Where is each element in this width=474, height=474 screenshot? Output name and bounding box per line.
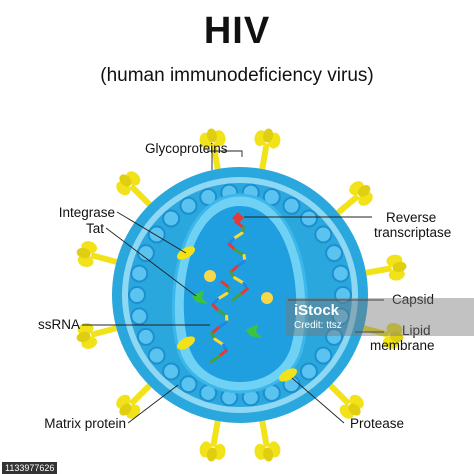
glycoprotein-spike-5 (362, 322, 404, 349)
matrix-protein-bead (136, 244, 155, 263)
label-matrix-protein: Matrix protein (44, 416, 126, 431)
ssrna-strand-2 (217, 349, 228, 358)
matrix-protein-bead (282, 196, 301, 215)
ssrna-strand-1 (233, 276, 246, 285)
leader-glycoproteins-2 (207, 150, 243, 157)
ssrna-strand-2 (213, 337, 226, 347)
protease-particle-2 (176, 336, 196, 350)
ssrna-strand-1 (231, 292, 243, 302)
tat-protein-1 (192, 290, 208, 304)
matrix-protein-bead (130, 307, 149, 326)
tat-protein-2 (246, 324, 262, 338)
ssrna-strand-1 (231, 231, 244, 241)
glycoprotein-spike-4 (365, 254, 407, 281)
integrase-particle-1 (204, 270, 216, 282)
leader-matrix-protein (127, 384, 179, 424)
label-tat: Tat (85, 221, 104, 236)
label-ssrna: ssRNA (37, 317, 80, 332)
matrix-protein-bead (136, 327, 155, 346)
stock-id: 1133977626 (2, 462, 58, 474)
page-subtitle: (human immunodeficiency virus) (100, 65, 374, 86)
matrix-protein-bead (147, 225, 166, 244)
ssrna-strand-1 (235, 259, 247, 269)
matrix-protein-bead (130, 264, 149, 283)
matrix-protein-bead (314, 225, 333, 244)
integrase-particle-2 (261, 292, 273, 304)
glycoprotein-spike-11 (76, 241, 118, 268)
glycoprotein-spike-12 (116, 171, 152, 207)
leader-protease (291, 377, 345, 424)
ssrna-strand-2 (220, 280, 231, 290)
matrix-protein-beads (128, 183, 352, 407)
glycoprotein-spike-6 (328, 383, 364, 419)
ssrna-strand-2 (209, 354, 221, 364)
label-lipid-membrane-line2: membrane (370, 338, 435, 353)
matrix-protein-bead (299, 209, 318, 228)
glycoprotein-spike-1 (199, 128, 226, 170)
matrix-protein-bead (162, 362, 181, 381)
watermark-brand: iStock (294, 302, 340, 319)
reverse-transcriptase-particle (232, 212, 244, 224)
label-protease: Protease (350, 416, 405, 431)
matrix-protein-bead (199, 188, 218, 207)
ssrna-strand-2 (216, 291, 229, 301)
matrix-protein-bead (334, 286, 352, 304)
leader-tat (105, 227, 197, 297)
protease-particle-3 (278, 368, 298, 382)
glycoprotein-spike-7 (254, 420, 281, 462)
matrix-protein-bead (179, 196, 198, 215)
matrix-protein-bead (314, 346, 333, 365)
matrix-protein-bead (128, 286, 146, 304)
matrix-protein-bead (325, 244, 344, 263)
matrix-protein-bead (331, 264, 350, 283)
watermark-credit: Credit: ttsz (294, 320, 342, 331)
ssrna-strand-2 (216, 320, 229, 330)
label-reverse-transcriptase-line1: Reverse (386, 210, 437, 225)
label-glycoproteins: Glycoproteins (145, 141, 228, 156)
matrix-protein-bead (331, 307, 350, 326)
glycoprotein-spike-2 (254, 128, 281, 170)
ssrna-strands (209, 220, 249, 364)
ssrna-strand-2 (216, 309, 229, 318)
matrix-protein-bead (262, 188, 281, 207)
label-lipid-membrane-line1: Lipid (402, 323, 431, 338)
leader-integrase (116, 211, 187, 254)
glycoprotein-spike-9 (116, 383, 152, 419)
ssrna-strand-1 (233, 248, 246, 257)
matrix-protein-bead (325, 327, 344, 346)
glycoprotein-spike-8 (199, 420, 226, 462)
glycoprotein-spikes (76, 128, 407, 462)
page-title: HIV (203, 10, 271, 52)
stock-watermark: iStock Credit: ttsz (286, 298, 474, 336)
label-capsid: Capsid (392, 292, 435, 307)
glycoprotein-spike-10 (76, 322, 118, 349)
leader-lines (82, 150, 384, 424)
label-integrase: Integrase (58, 205, 115, 220)
glycoprotein-spike-3 (336, 181, 373, 216)
matrix-protein-bead (179, 375, 198, 394)
label-reverse-transcriptase-line2: transcriptase (374, 225, 452, 240)
matrix-protein-bead (162, 209, 181, 228)
matrix-protein-bead (147, 346, 166, 365)
matrix-protein-bead (299, 362, 318, 381)
